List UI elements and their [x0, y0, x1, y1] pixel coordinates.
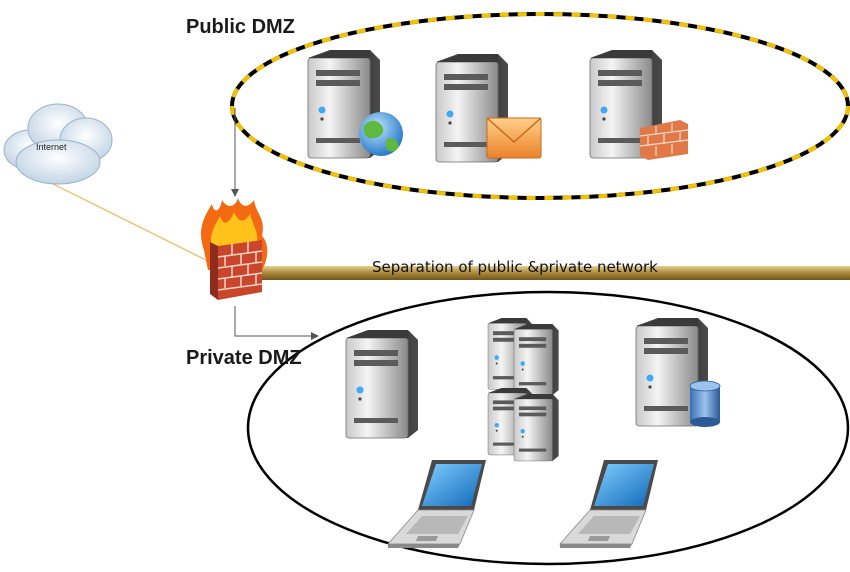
- internet-link: [44, 179, 223, 269]
- internet-label: Internet: [36, 142, 67, 152]
- firewall-icon: [201, 198, 268, 300]
- tower-server-icon: [345, 329, 419, 439]
- separation-label: Separation of public &private network: [372, 258, 658, 276]
- mail-server-icon: [435, 53, 542, 163]
- web-server-icon: [307, 49, 403, 159]
- laptop-icon: [559, 459, 659, 549]
- database-server-icon: [635, 317, 721, 427]
- public-dmz-zone: [230, 12, 850, 200]
- separation-band: Separation of public &private network: [238, 258, 850, 280]
- database-icon: [689, 380, 721, 427]
- private-dmz-title: Private DMZ: [186, 347, 302, 369]
- laptop-icon: [387, 459, 487, 549]
- globe-icon: [359, 112, 403, 156]
- connector-private: [234, 306, 319, 340]
- private-dmz-zone: [246, 290, 850, 566]
- server-cluster-icon: [487, 317, 559, 462]
- cloud-icon: Internet: [3, 103, 113, 185]
- brick-wall-icon: [639, 120, 689, 160]
- public-dmz-title: Public DMZ: [186, 16, 295, 38]
- envelope-icon: [486, 117, 542, 159]
- firewall-server-icon: [589, 49, 689, 160]
